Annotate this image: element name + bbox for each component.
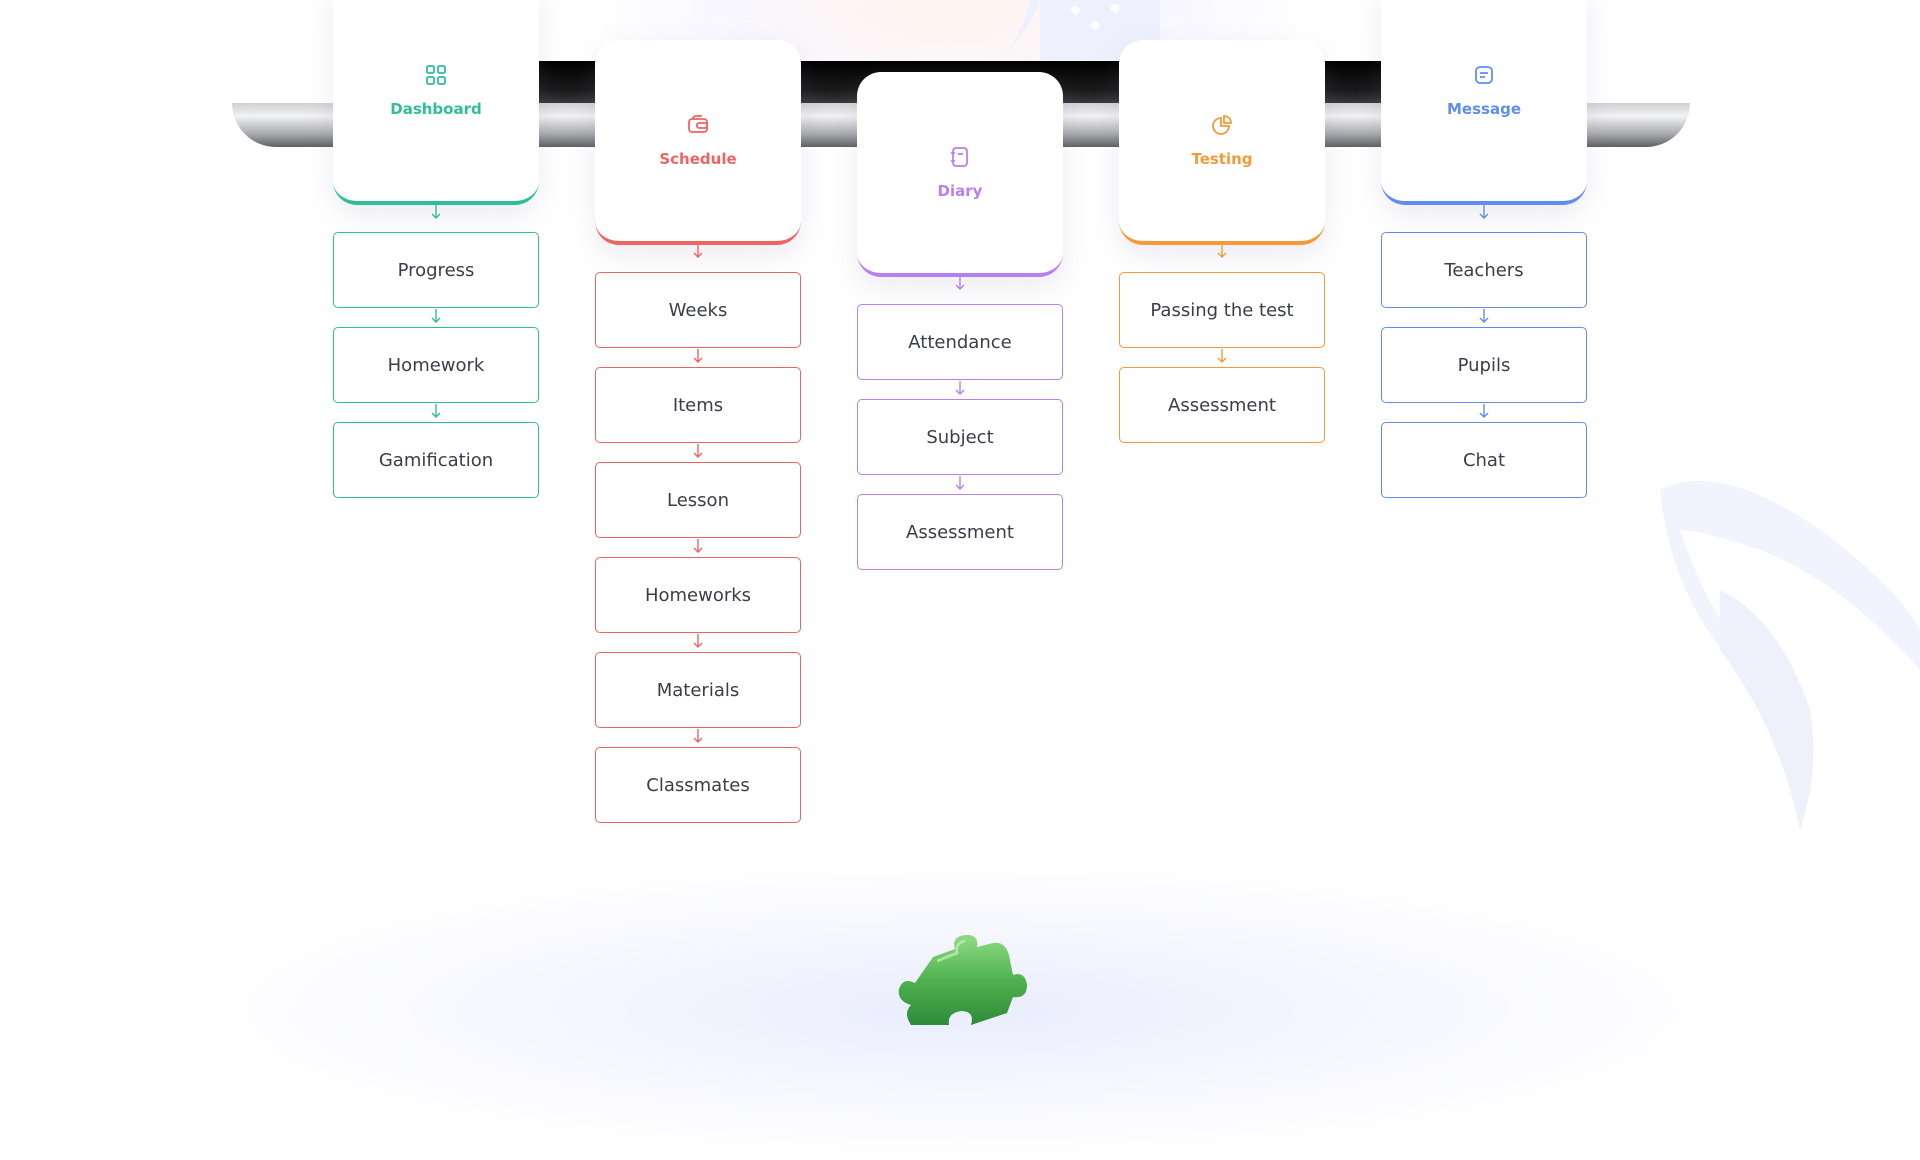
arrow-down-icon [693, 244, 703, 258]
arrow-down-icon [431, 309, 441, 323]
list-item[interactable]: Attendance [857, 304, 1063, 380]
rocket-decoration-icon [1660, 481, 1920, 830]
list-item[interactable]: Chat [1381, 422, 1587, 498]
message-icon [1475, 65, 1493, 84]
arrow-down-icon [693, 634, 703, 648]
arrow-down-icon [1479, 205, 1489, 219]
arrow-down-icon [955, 476, 965, 490]
wallet-icon [688, 114, 708, 133]
list-item[interactable]: Materials [595, 652, 801, 728]
list-item[interactable]: Items [595, 367, 801, 443]
list-item[interactable]: Passing the test [1119, 272, 1325, 348]
list-item[interactable]: Assessment [857, 494, 1063, 570]
arrow-down-icon [1479, 309, 1489, 323]
arrow-down-icon [693, 444, 703, 458]
puzzle-piece-icon [898, 935, 1027, 1025]
notebook-icon [951, 146, 968, 167]
list-item[interactable]: Homework [333, 327, 539, 403]
arrow-down-icon [1217, 349, 1227, 363]
list-item[interactable]: Weeks [595, 272, 801, 348]
arrow-down-icon [1479, 404, 1489, 418]
column-title: Diary [937, 181, 983, 200]
arrow-down-icon [693, 729, 703, 743]
column-title: Testing [1191, 149, 1253, 168]
grid-icon [426, 64, 446, 85]
header-card-schedule[interactable]: Schedule [595, 40, 801, 245]
list-item[interactable]: Progress [333, 232, 539, 308]
header-card-dashboard[interactable]: Dashboard [333, 0, 539, 205]
arrow-down-icon [431, 205, 441, 219]
list-item[interactable]: Assessment [1119, 367, 1325, 443]
header-card-testing[interactable]: Testing [1119, 40, 1325, 245]
column-title: Schedule [659, 149, 737, 168]
list-item[interactable]: Teachers [1381, 232, 1587, 308]
arrow-down-icon [955, 381, 965, 395]
list-item[interactable]: Subject [857, 399, 1063, 475]
chart-pie-icon [1212, 114, 1232, 135]
arrow-down-icon [431, 404, 441, 418]
list-item[interactable]: Pupils [1381, 327, 1587, 403]
list-item[interactable]: Lesson [595, 462, 801, 538]
list-item[interactable]: Homeworks [595, 557, 801, 633]
column-title: Message [1447, 99, 1521, 118]
arrow-down-icon [955, 276, 965, 290]
header-card-diary[interactable]: Diary [857, 72, 1063, 277]
column-title: Dashboard [390, 99, 482, 118]
arrow-down-icon [693, 539, 703, 553]
list-item[interactable]: Classmates [595, 747, 801, 823]
arrow-down-icon [693, 349, 703, 363]
header-card-message[interactable]: Message [1381, 0, 1587, 205]
arrow-down-icon [1217, 244, 1227, 258]
list-item[interactable]: Gamification [333, 422, 539, 498]
